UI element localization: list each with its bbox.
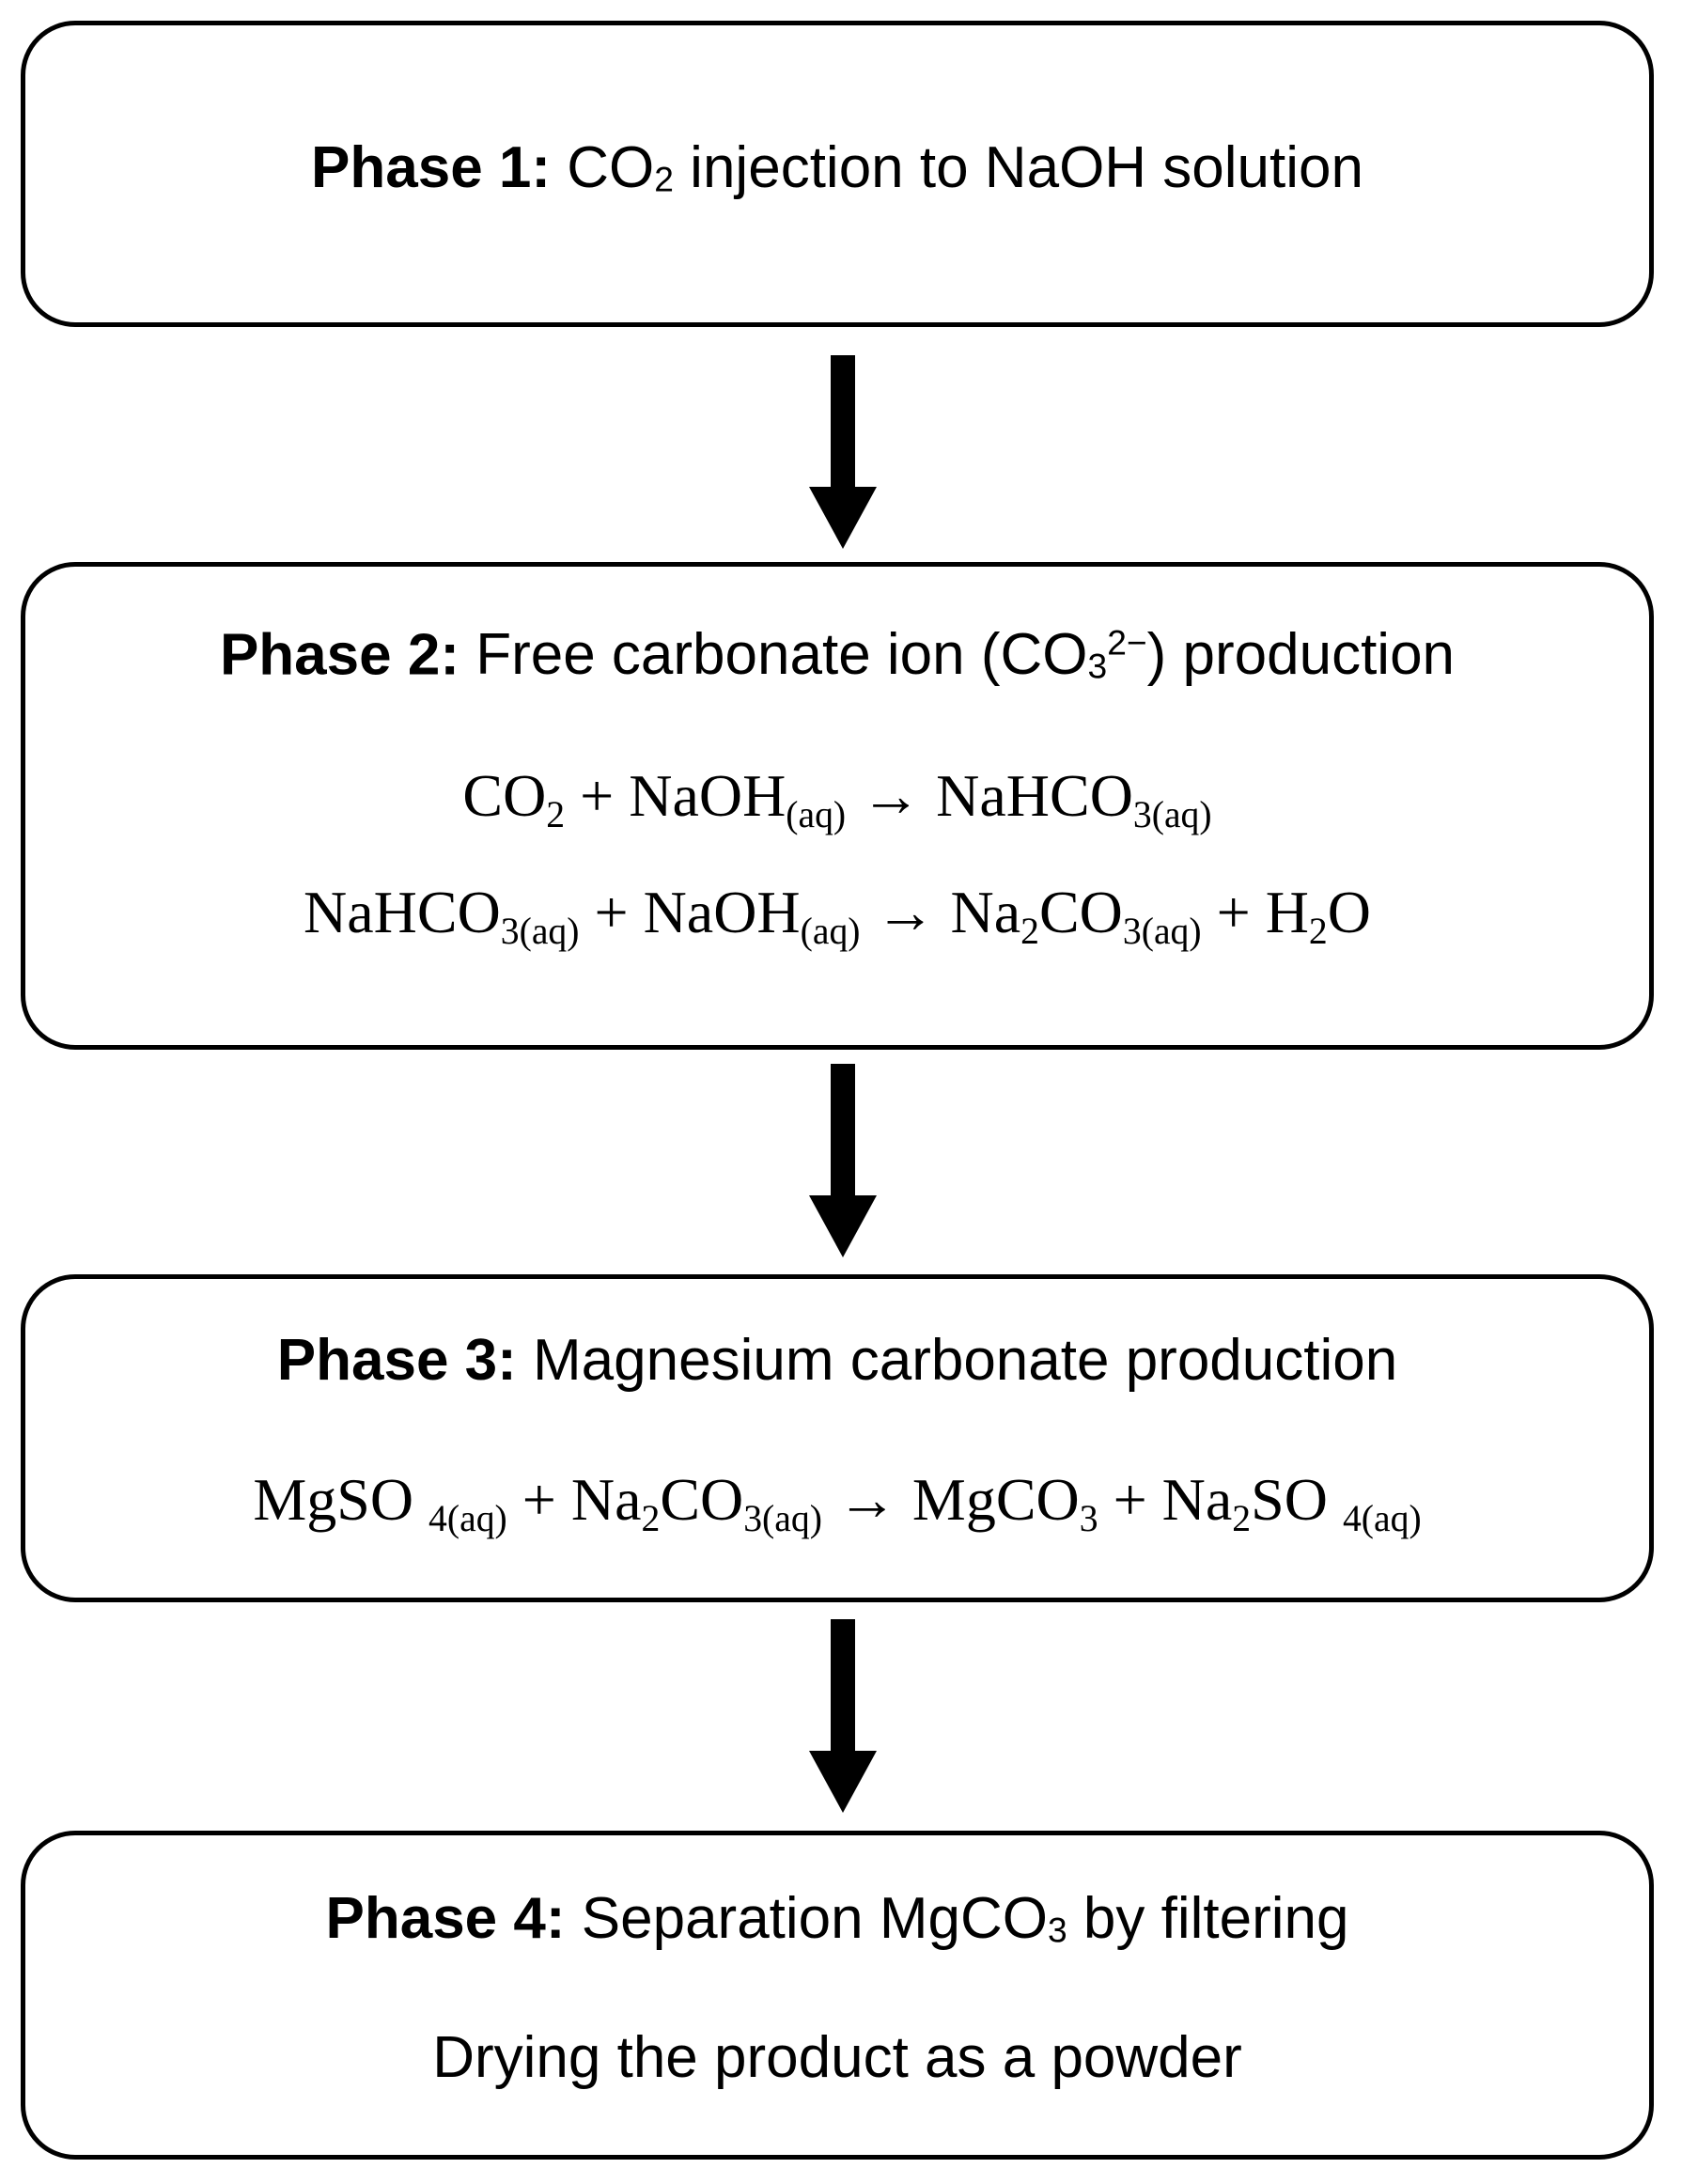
- equation-2: NaHCO3(aq) + NaOH(aq) → Na2CO3(aq) + H2O: [25, 882, 1649, 951]
- equation-subscript: 2: [546, 793, 566, 835]
- equation-term: MgSO: [253, 1466, 429, 1533]
- equation-term: → NaHCO: [846, 762, 1133, 829]
- down-arrow-icon: [809, 355, 877, 549]
- equation-term: + NaOH: [565, 762, 786, 829]
- phase-3-box: Phase 3: Magnesium carbonate production …: [21, 1274, 1654, 1602]
- down-arrow-icon: [809, 1619, 877, 1813]
- phase-2-text: Free carbonate ion (CO32−) production: [475, 622, 1456, 688]
- phase-2-box: Phase 2: Free carbonate ion (CO32−) prod…: [21, 562, 1654, 1050]
- phase-1-heading: Phase 1: CO2 injection to NaOH solution: [25, 139, 1649, 197]
- phase-3-label: Phase 3:: [276, 1328, 517, 1393]
- equation-subscript: 3: [1079, 1497, 1098, 1539]
- phase-2-label: Phase 2:: [219, 622, 459, 688]
- equation-term: → Na: [860, 879, 1021, 945]
- equation-term: SO: [1251, 1466, 1343, 1533]
- phase-1-label: Phase 1:: [311, 135, 552, 200]
- equation-3: MgSO 4(aq) + Na2CO3(aq) → MgCO3 + Na2SO …: [25, 1470, 1649, 1538]
- equation-subscript: 4(aq): [428, 1497, 507, 1539]
- equation-term: CO: [1038, 879, 1123, 945]
- equation-subscript: 4(aq): [1342, 1497, 1422, 1539]
- equation-subscript: (aq): [800, 910, 861, 952]
- phase-2-heading: Phase 2: Free carbonate ion (CO32−) prod…: [25, 625, 1649, 684]
- equation-subscript: 3(aq): [500, 910, 580, 952]
- phase-4-label: Phase 4:: [325, 1886, 566, 1951]
- phase-4-box: Phase 4: Separation MgCO3 by filtering D…: [21, 1831, 1654, 2160]
- down-arrow-icon: [809, 1064, 877, 1257]
- equation-term: → MgCO: [821, 1466, 1080, 1533]
- equation-1: CO2 + NaOH(aq) → NaHCO3(aq): [25, 766, 1649, 835]
- equation-subscript: (aq): [786, 793, 847, 835]
- equation-term: + Na: [1098, 1466, 1233, 1533]
- equation-subscript: 3(aq): [1122, 910, 1202, 952]
- equation-subscript: 2: [1232, 1497, 1252, 1539]
- phase-3-text: Magnesium carbonate production: [533, 1328, 1398, 1393]
- equation-term: + Na: [506, 1466, 642, 1533]
- equation-subscript: 3(aq): [1132, 793, 1212, 835]
- phase-4-heading: Phase 4: Separation MgCO3 by filtering: [25, 1890, 1649, 1948]
- equation-subscript: 2: [641, 1497, 661, 1539]
- phase-1-text: CO2 injection to NaOH solution: [567, 135, 1363, 200]
- phase-4-line2: Drying the product as a powder: [432, 2025, 1242, 2090]
- equation-term: CO: [462, 762, 547, 829]
- equation-term: O: [1327, 879, 1371, 945]
- equation-term: + H: [1201, 879, 1309, 945]
- equation-subscript: 3(aq): [743, 1497, 822, 1539]
- equation-subscript: 2: [1020, 910, 1039, 952]
- phase-1-box: Phase 1: CO2 injection to NaOH solution: [21, 21, 1654, 327]
- equation-term: + NaOH: [579, 879, 801, 945]
- equation-subscript: 2: [1308, 910, 1328, 952]
- phase-4-text: Separation MgCO3 by filtering: [581, 1886, 1349, 1951]
- equation-term: NaHCO: [304, 879, 501, 945]
- phase-3-heading: Phase 3: Magnesium carbonate production: [25, 1332, 1649, 1390]
- equation-term: CO: [660, 1466, 744, 1533]
